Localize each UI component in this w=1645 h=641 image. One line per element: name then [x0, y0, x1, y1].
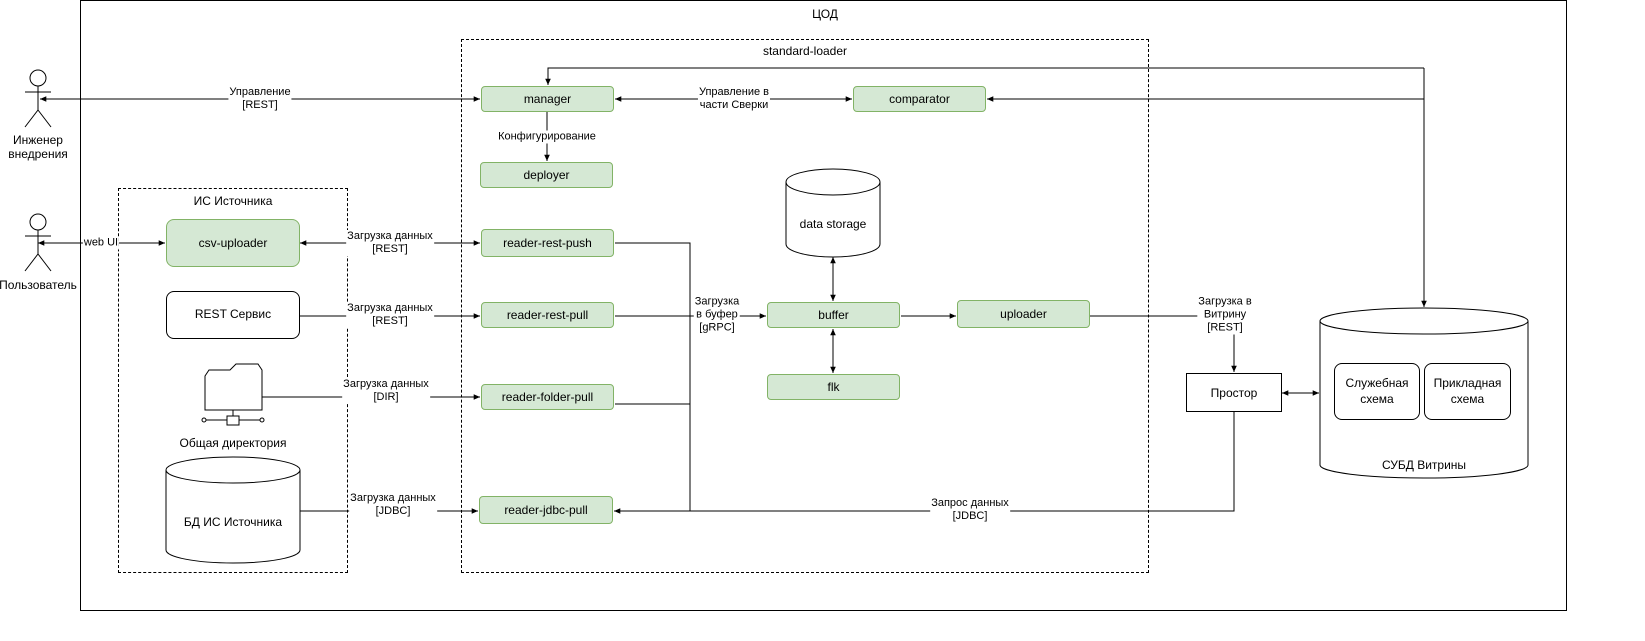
edge-label-data-request: Запрос данных [JDBC]	[930, 497, 1010, 523]
prostor-box[interactable]: Простор	[1186, 373, 1282, 412]
reader-folder-pull-box[interactable]: reader-folder-pull	[481, 384, 614, 410]
service-schema-box[interactable]: Служебная схема	[1334, 363, 1420, 420]
edge-label-load-jdbc: Загрузка данных [JDBC]	[349, 492, 437, 518]
reader-rest-push-box[interactable]: reader-rest-push	[481, 229, 614, 257]
standard-loader-container	[461, 39, 1149, 573]
deployer-box[interactable]: deployer	[480, 162, 613, 188]
edge-label-load-dir: Загрузка данных [DIR]	[342, 378, 430, 404]
reader-jdbc-pull-box[interactable]: reader-jdbc-pull	[479, 496, 613, 524]
rest-service-box[interactable]: REST Сервис	[166, 291, 300, 339]
csv-uploader-box[interactable]: csv-uploader	[166, 219, 300, 267]
comparator-box[interactable]: comparator	[853, 86, 986, 112]
tsod-container	[80, 0, 1567, 611]
edge-label-management: Управление [REST]	[228, 86, 292, 112]
data-storage-cylinder-icon	[785, 168, 881, 258]
edge-label-load-buffer: Загрузка в буфер [gRPC]	[693, 295, 741, 335]
edge-label-reconcile: Управление в части Сверки	[697, 86, 771, 112]
source-is-title: ИС Источника	[193, 194, 273, 208]
tsod-title: ЦОД	[812, 7, 838, 21]
engineer-actor-icon	[24, 69, 52, 128]
edge-label-config: Конфигурирование	[497, 130, 597, 144]
edge-push-merge	[615, 242, 691, 511]
user-label: Пользователь	[0, 278, 77, 292]
user-actor-icon	[24, 213, 52, 272]
edge-dbms-manager	[545, 67, 1424, 85]
shared-dir-label: Общая директория	[179, 436, 287, 450]
edge-label-load-rest-1: Загрузка данных [REST]	[346, 230, 434, 256]
source-db-cylinder-icon	[165, 456, 301, 564]
reader-rest-pull-box[interactable]: reader-rest-pull	[481, 302, 614, 328]
manager-box[interactable]: manager	[481, 86, 614, 112]
applied-schema-box[interactable]: Прикладная схема	[1424, 363, 1511, 420]
edge-label-web-ui: web UI	[82, 236, 120, 250]
edge-label-load-vitrina: Загрузка в Витрину [REST]	[1197, 295, 1253, 335]
standard-loader-title: standard-loader	[762, 44, 848, 58]
shared-folder-icon	[201, 363, 265, 426]
data-storage-label: data storage	[799, 217, 867, 231]
engineer-label: Инженер внедрения	[8, 133, 68, 161]
buffer-box[interactable]: buffer	[767, 302, 900, 328]
source-db-label: БД ИС Источника	[183, 515, 283, 529]
edge-label-load-rest-2: Загрузка данных [REST]	[346, 302, 434, 328]
uploader-box[interactable]: uploader	[957, 300, 1090, 328]
dbms-label: СУБД Витрины	[1381, 458, 1467, 472]
flk-box[interactable]: flk	[767, 374, 900, 400]
edge-prostor-jdbc	[614, 412, 1235, 514]
